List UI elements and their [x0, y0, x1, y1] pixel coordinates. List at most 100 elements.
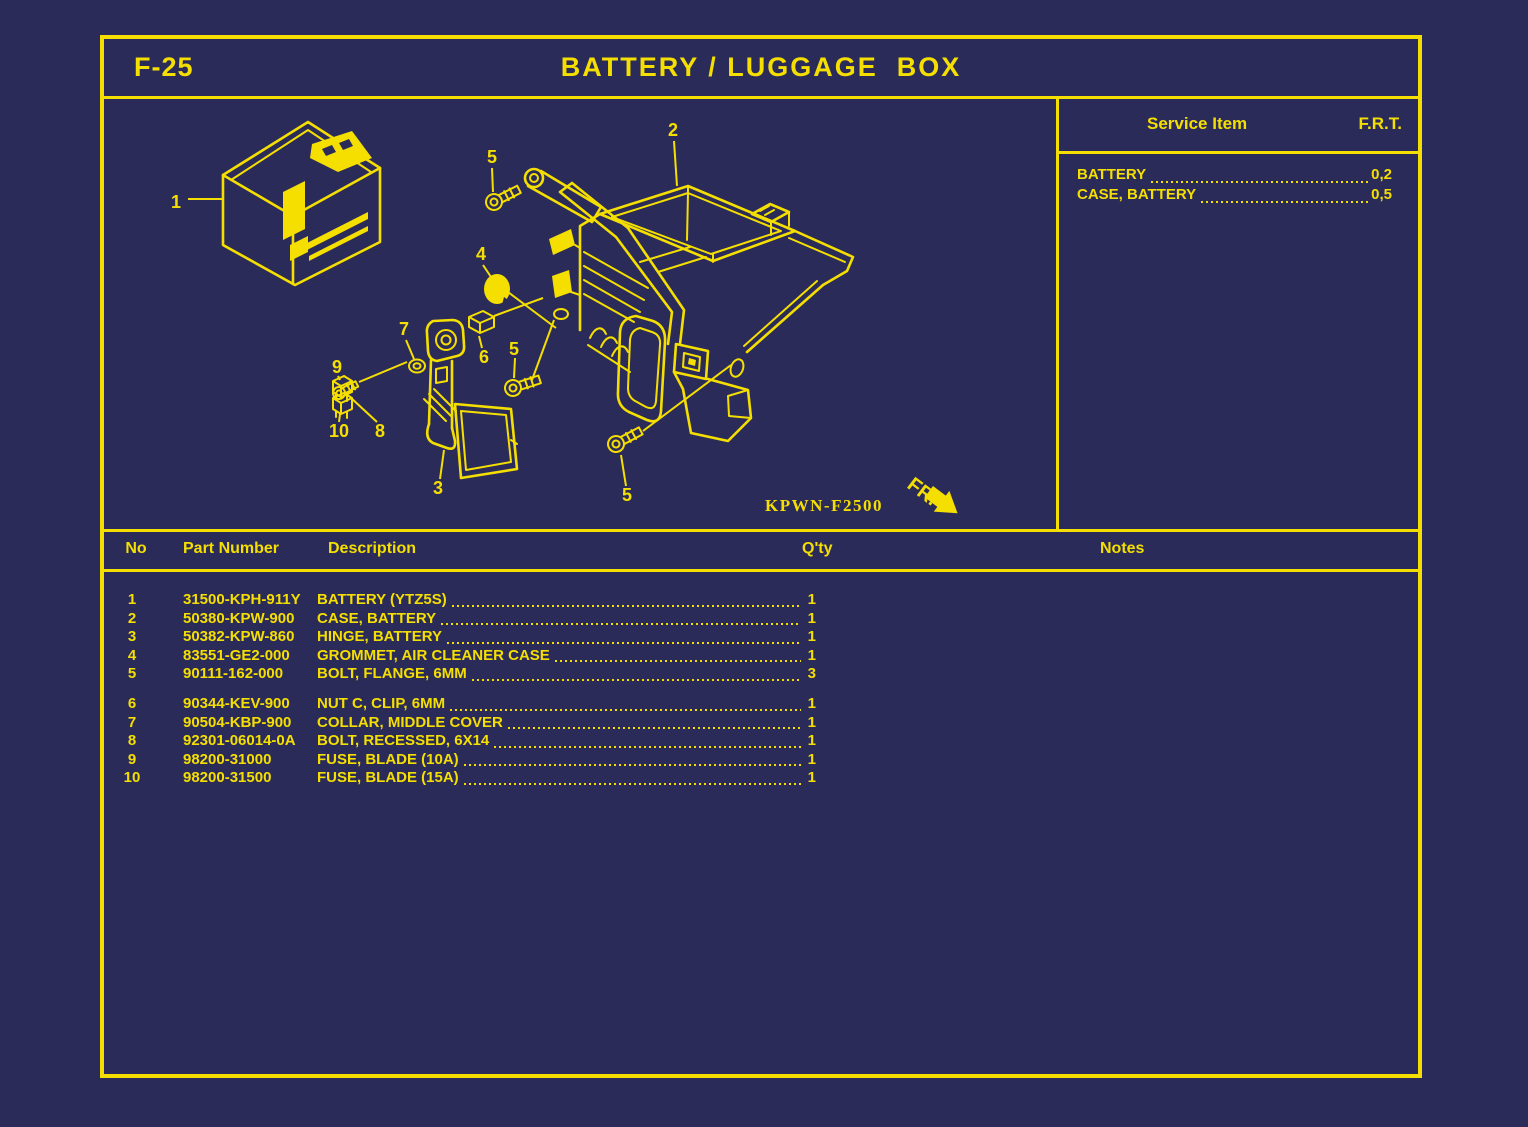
- callout-number: 6: [479, 347, 489, 367]
- service-panel-header: Service Item F.R.T.: [1059, 99, 1418, 154]
- part-number: 50382-KPW-860: [183, 628, 295, 646]
- part-ref-number: 10: [123, 769, 141, 787]
- part-ref-number: 1: [127, 591, 137, 608]
- service-item-label: BATTERY: [1077, 166, 1147, 183]
- part-description: FUSE, BLADE (15A): [317, 769, 459, 787]
- callout-number: 8: [375, 421, 385, 441]
- dotted-leader: [507, 727, 801, 730]
- luggage-box-drawing: [549, 184, 855, 443]
- part-number: 90344-KEV-900: [183, 694, 290, 712]
- table-row: 7 90504-KBP-900 COLLAR, MIDDLE COVER 1: [104, 714, 816, 733]
- table-row: 2 50380-KPW-900 CASE, BATTERY 1: [104, 610, 816, 629]
- callout-leader-line: [513, 357, 516, 379]
- front-direction-arrow: FR.: [903, 473, 958, 514]
- part-qty: 1: [807, 694, 816, 712]
- part-ref-number: 7: [127, 713, 137, 731]
- callout-number: 5: [509, 339, 519, 359]
- callout-leader-line: [491, 167, 494, 193]
- part-ref-number: 3: [127, 628, 137, 646]
- part-qty: 1: [807, 713, 816, 731]
- column-header-notes: Notes: [1100, 540, 1145, 557]
- callout-leader-line: [405, 339, 415, 360]
- callout-number: 5: [622, 485, 632, 505]
- callout-number: 1: [171, 192, 181, 212]
- dotted-leader: [450, 708, 801, 711]
- part-number: 90111-162-000: [183, 665, 284, 683]
- part-description: HINGE, BATTERY: [317, 628, 443, 646]
- table-row: 8 92301-06014-0A BOLT, RECESSED, 6X14 1: [104, 732, 816, 751]
- service-item-list: BATTERY 0,2 CASE, BATTERY 0,5: [1059, 154, 1418, 206]
- table-row: 4 83551-GE2-000 GROMMET, AIR CLEANER CAS…: [104, 647, 816, 666]
- callout-number: 5: [487, 147, 497, 167]
- part-qty: 1: [807, 609, 816, 627]
- service-frt-value: 0,2: [1371, 166, 1392, 183]
- part-description: BATTERY (YTZ5S): [317, 591, 447, 608]
- service-item-label: CASE, BATTERY: [1077, 186, 1197, 203]
- callout-leader-line: [673, 140, 678, 187]
- nut-clip-drawing: [468, 297, 544, 334]
- dotted-leader: [463, 782, 801, 785]
- table-row: 3 50382-KPW-860 HINGE, BATTERY 1: [104, 628, 816, 647]
- battery-drawing: [221, 120, 382, 287]
- callout-leader-line: [349, 396, 378, 423]
- grommet-drawing: [484, 274, 557, 329]
- part-description: BOLT, FLANGE, 6MM: [317, 665, 467, 683]
- callout-number: 7: [399, 319, 409, 339]
- part-qty: 1: [807, 628, 816, 646]
- part-qty: 3: [807, 665, 816, 683]
- column-header-qty: Q'ty: [802, 540, 833, 557]
- hinge-drawing: [423, 318, 519, 480]
- part-qty: 1: [807, 750, 816, 768]
- part-description: FUSE, BLADE (10A): [317, 750, 459, 768]
- part-ref-number: 2: [127, 609, 137, 627]
- page-title: BATTERY / LUGGAGE BOX: [560, 52, 962, 82]
- part-ref-number: 9: [127, 750, 137, 768]
- part-ref-number: 5: [127, 665, 137, 683]
- fuse-10a-drawing: [332, 375, 353, 402]
- part-qty: 1: [807, 646, 816, 664]
- dotted-leader: [554, 660, 801, 663]
- callout-number: 3: [433, 478, 443, 498]
- part-qty: 1: [807, 591, 816, 608]
- dotted-leader: [447, 641, 801, 644]
- table-row: 10 98200-31500 FUSE, BLADE (15A) 1: [104, 769, 816, 788]
- callout-leader-line: [439, 449, 445, 480]
- part-description: BOLT, RECESSED, 6X14: [317, 732, 490, 750]
- part-qty: 1: [807, 732, 816, 750]
- collar-drawing: [408, 358, 426, 374]
- dotted-leader: [1151, 181, 1369, 183]
- part-number: 90504-KBP-900: [183, 713, 292, 731]
- parts-table-body: 1 31500-KPH-911Y BATTERY (YTZ5S) 1 2 503…: [104, 572, 1418, 788]
- service-frt-value: 0,5: [1371, 186, 1392, 203]
- callout-number: 9: [332, 357, 342, 377]
- callout-leader-line: [478, 335, 483, 349]
- callout-number: 10: [329, 421, 349, 441]
- dotted-leader: [471, 678, 801, 681]
- callout-leader-line: [620, 454, 627, 487]
- part-number: 83551-GE2-000: [183, 646, 290, 664]
- dotted-leader: [494, 745, 801, 748]
- service-item-column-header: Service Item: [1147, 114, 1248, 133]
- part-number: 50380-KPW-900: [183, 609, 295, 627]
- column-header-part-number: Part Number: [183, 540, 280, 557]
- table-row: 6 90344-KEV-900 NUT C, CLIP, 6MM 1: [104, 695, 816, 714]
- parts-table-header: No Part Number Description Q'ty Notes: [104, 529, 1418, 572]
- dotted-leader: [451, 604, 801, 607]
- part-description: GROMMET, AIR CLEANER CASE: [317, 646, 550, 664]
- page-frame: F-25 BATTERY / LUGGAGE BOX: [100, 35, 1422, 1078]
- callout-leader-line: [338, 413, 341, 423]
- service-row: CASE, BATTERY 0,5: [1077, 186, 1392, 206]
- part-ref-number: 4: [127, 646, 137, 664]
- table-row: 1 31500-KPH-911Y BATTERY (YTZ5S) 1: [104, 591, 816, 610]
- part-qty: 1: [807, 769, 816, 787]
- part-number: 92301-06014-0A: [183, 732, 296, 750]
- dotted-leader: [441, 623, 801, 626]
- bolt-recessed-drawing: [332, 361, 408, 400]
- part-description: NUT C, CLIP, 6MM: [317, 694, 446, 712]
- callout-leader-line: [337, 375, 341, 381]
- bolt-flange-middle-drawing: [504, 319, 555, 397]
- part-number: 31500-KPH-911Y: [183, 591, 301, 608]
- callout-number: 4: [476, 244, 486, 264]
